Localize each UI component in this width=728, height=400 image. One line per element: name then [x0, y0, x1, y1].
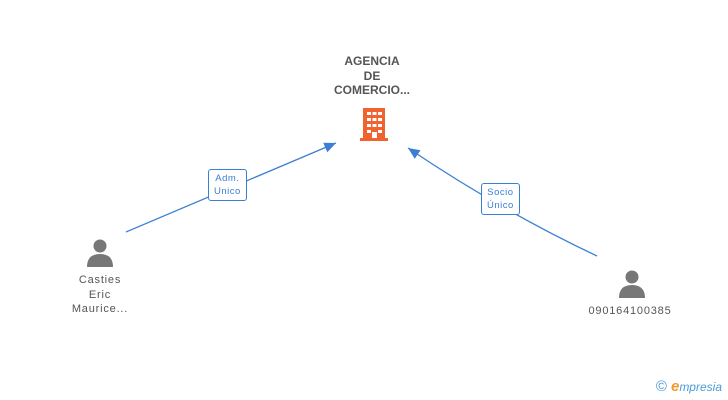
- relation-left-line-2: Unico: [214, 186, 241, 197]
- brand-name: mpresia: [679, 380, 722, 394]
- person-right-name-line-1: 090164100385: [588, 305, 672, 317]
- brand-initial: e: [670, 378, 680, 395]
- company-name-line-1: AGENCIA: [344, 54, 400, 68]
- person-left-name-line-1: Casties: [78, 274, 122, 286]
- person-icon[interactable]: [85, 237, 115, 267]
- company-name-line-3: COMERCIO...: [333, 83, 410, 97]
- person-left-name-line-2: Eric: [88, 288, 112, 301]
- person-icon[interactable]: [617, 268, 647, 298]
- relation-label-right[interactable]: Socio Único: [481, 183, 520, 215]
- relation-right-line-2: Único: [487, 200, 514, 211]
- company-name-line-2: DE: [363, 68, 381, 83]
- person-left-name-line-3: Maurice...: [71, 303, 129, 315]
- brand-logo: empresia: [671, 378, 722, 395]
- footer-brand[interactable]: © empresia: [656, 378, 722, 395]
- company-name[interactable]: AGENCIA DE COMERCIO...: [312, 54, 432, 98]
- relation-right-line-1: Socio: [487, 187, 514, 198]
- relation-label-left[interactable]: Adm. Unico: [208, 169, 247, 201]
- building-icon[interactable]: [359, 106, 389, 142]
- person-left-name[interactable]: Casties Eric Maurice...: [55, 273, 145, 317]
- copyright-symbol: ©: [655, 378, 667, 395]
- person-right-name[interactable]: 090164100385: [575, 304, 685, 319]
- relation-left-line-1: Adm.: [215, 173, 240, 184]
